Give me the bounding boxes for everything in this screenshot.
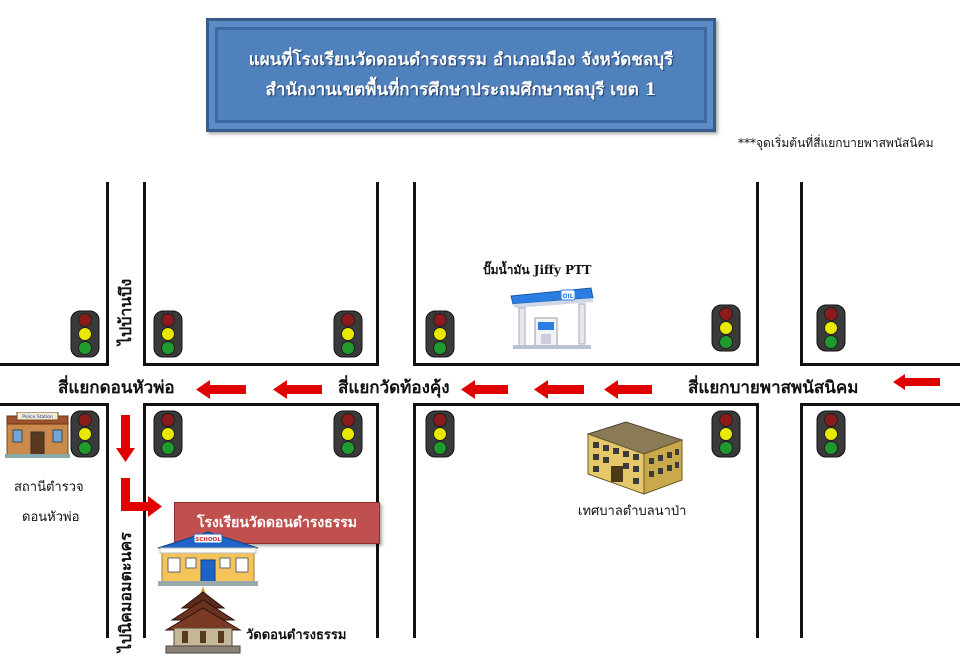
school-sign: SCHOOL [195,537,221,543]
municipality-building-icon [586,421,684,495]
route-arrow-icon [604,380,652,399]
gas-station-label: ปั๊มน้ำมัน Jiffy PTT [483,263,592,277]
intersection-don-hua-pho: สี่แยกดอนหัวพ่อ [58,378,175,398]
municipality-label: เทศบาลตำบลนาป่า [578,504,687,519]
intersection-wat-thong-khung: สี่แยกวัดท้องคุ้ง [338,378,450,398]
route-arrow-icon [273,380,322,399]
route-arrow-icon [196,380,246,399]
police-station-label-line2: ดอนหัวพ่อ [22,510,80,525]
intersection-bypass-phanat-nikhom: สี่แยกบายพาสพนัสนิคม [688,378,859,398]
route-arrow-icon [893,374,940,390]
school-building-icon: SCHOOL [157,531,259,586]
oil-sign: OIL [562,293,573,300]
route-arrow-icon [534,380,584,399]
map-title-box: แผนที่โรงเรียนวัดดอนดำรงธรรม อำเภอเมือง … [206,18,716,132]
police-station-label-line1: สถานีตำรวจ [14,480,84,495]
map-title-line2: สำนักงานเขตพื้นที่การศึกษาประถมศึกษาชลบุ… [265,80,657,100]
route-arrow-icon [121,478,162,517]
temple-icon [164,586,242,654]
start-point-note: ***จุดเริ่มต้นที่สี่แยกบายพาสพนัสนิคม [738,136,934,150]
route-arrow-icon [116,415,135,462]
police-station-icon: Police Station [5,412,70,458]
map-title-line1: แผนที่โรงเรียนวัดดอนดำรงธรรม อำเภอเมือง … [248,50,674,70]
gas-station-icon: OIL [510,287,594,349]
route-arrow-icon [461,380,508,399]
police-sign: Police Station [22,414,53,420]
temple-label: วัดดอนดำรงธรรม [246,628,347,643]
